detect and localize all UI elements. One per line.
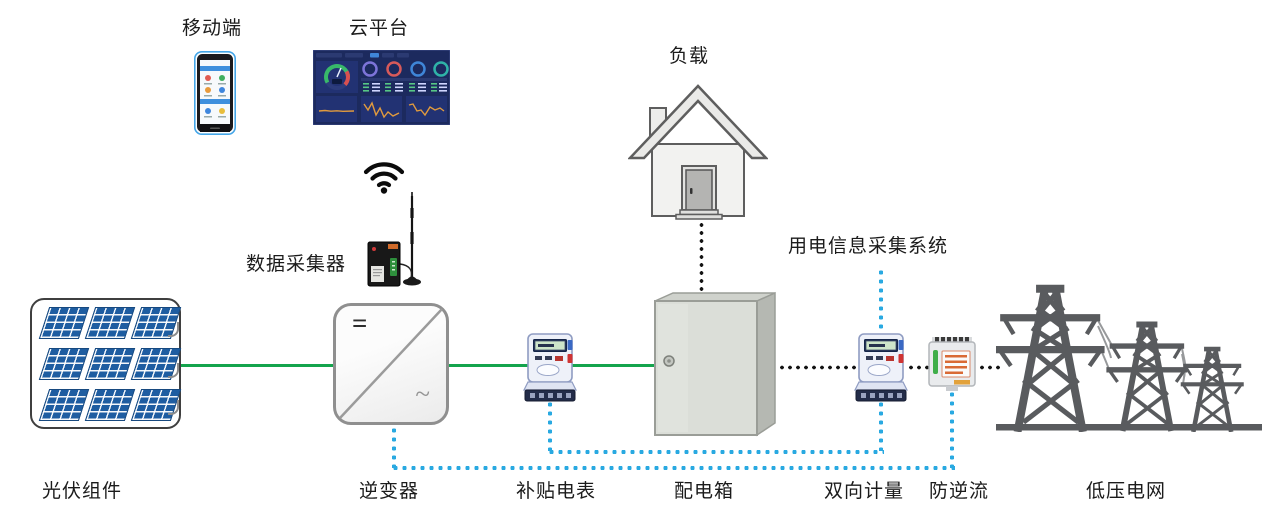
distbox-to-meter-line — [778, 365, 856, 370]
wifi-icon — [363, 162, 405, 194]
anti-backflow-device-icon — [928, 337, 976, 391]
anti-backflow-comm-drop — [949, 390, 955, 468]
anti-backflow-label: 防逆流 — [928, 481, 990, 502]
dc-symbol: = — [352, 308, 368, 338]
pv-to-inverter-line — [180, 364, 335, 367]
data-collector-icon — [367, 192, 421, 287]
meter-to-device-line — [907, 365, 929, 370]
infosystem-to-meter-line — [878, 268, 884, 332]
comm-bus-lower — [391, 465, 955, 471]
dist-box-label: 配电箱 — [673, 481, 735, 502]
inverter-comm-drop — [391, 426, 397, 468]
bidir-meter-label: 双向计量 — [823, 481, 905, 502]
collector-label: 数据采集器 — [245, 254, 347, 275]
pv-array-icon — [30, 298, 182, 429]
comm-bus-upper — [547, 449, 884, 455]
bidir-meter-comm-drop — [878, 400, 884, 451]
mobile-phone-icon — [194, 51, 236, 135]
load-label: 负载 — [668, 46, 710, 67]
mobile-label: 移动端 — [181, 18, 243, 39]
bidirectional-meter-icon — [854, 333, 908, 402]
info-system-label: 用电信息采集系统 — [787, 236, 949, 257]
inverter-label: 逆变器 — [358, 481, 420, 502]
distribution-box-icon — [654, 291, 776, 437]
subsidy-meter-label: 补贴电表 — [515, 481, 597, 502]
load-to-distbox-line — [699, 221, 704, 291]
cloud-label: 云平台 — [348, 18, 410, 39]
subsidy-meter-comm-drop — [547, 400, 553, 451]
grid-label: 低压电网 — [1085, 481, 1167, 502]
subsidy-meter-icon — [523, 333, 577, 402]
device-to-grid-line — [978, 365, 1004, 370]
ac-symbol: ~ — [415, 379, 430, 409]
pv-label: 光伏组件 — [41, 481, 123, 502]
inverter-icon: = ~ — [333, 303, 449, 425]
house-icon — [628, 84, 768, 220]
cloud-dashboard-icon — [313, 50, 450, 125]
power-grid-towers-icon — [996, 276, 1262, 432]
